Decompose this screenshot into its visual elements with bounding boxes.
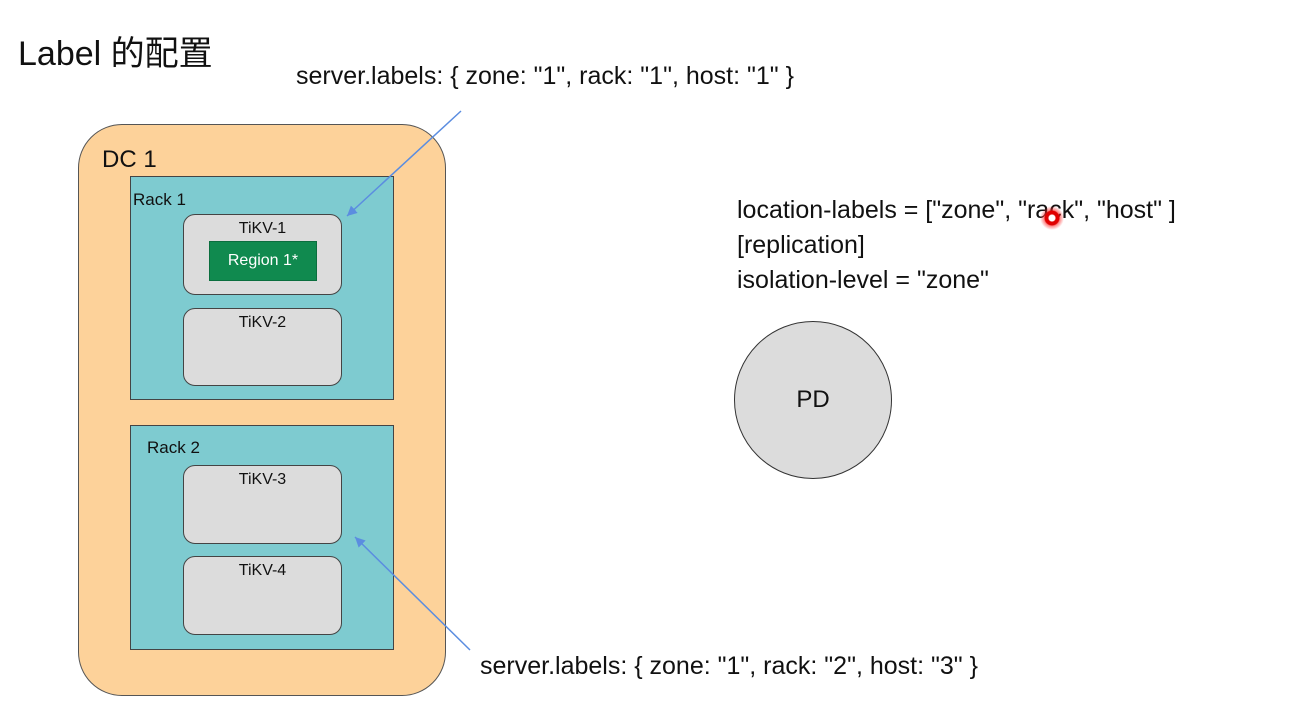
- tikv-2-node: TiKV-2: [183, 308, 342, 386]
- page-title: Label 的配置: [18, 35, 213, 73]
- tikv-3-label: TiKV-3: [238, 471, 287, 488]
- pd-config-block: location-labels = ["zone", "rack", "host…: [737, 193, 1176, 298]
- tikv-3-node: TiKV-3: [183, 465, 342, 544]
- pd-node: PD: [734, 321, 892, 479]
- isolation-level-line: isolation-level = "zone": [737, 266, 989, 294]
- rack-1-label: Rack 1: [133, 190, 186, 209]
- tikv-4-label: TiKV-4: [238, 562, 287, 579]
- region-1-block: Region 1*: [209, 241, 317, 281]
- arrow-bottom-to-tikv-3: [354, 536, 471, 651]
- region-1-label: Region 1*: [227, 252, 299, 269]
- tikv-4-node: TiKV-4: [183, 556, 342, 635]
- server-labels-top: server.labels: { zone: "1", rack: "1", h…: [296, 62, 794, 90]
- tikv-1-label: TiKV-1: [238, 220, 287, 237]
- server-labels-bottom: server.labels: { zone: "1", rack: "2", h…: [480, 652, 978, 680]
- location-labels-line: location-labels = ["zone", "rack", "host…: [737, 196, 1176, 224]
- dc-label: DC 1: [102, 146, 157, 173]
- replication-section-line: [replication]: [737, 231, 865, 259]
- pointer-cursor-icon: [1040, 206, 1064, 230]
- tikv-2-label: TiKV-2: [238, 314, 287, 331]
- arrow-top-to-tikv-1: [346, 110, 462, 217]
- pd-label: PD: [796, 386, 830, 413]
- rack-2-label: Rack 2: [147, 438, 200, 457]
